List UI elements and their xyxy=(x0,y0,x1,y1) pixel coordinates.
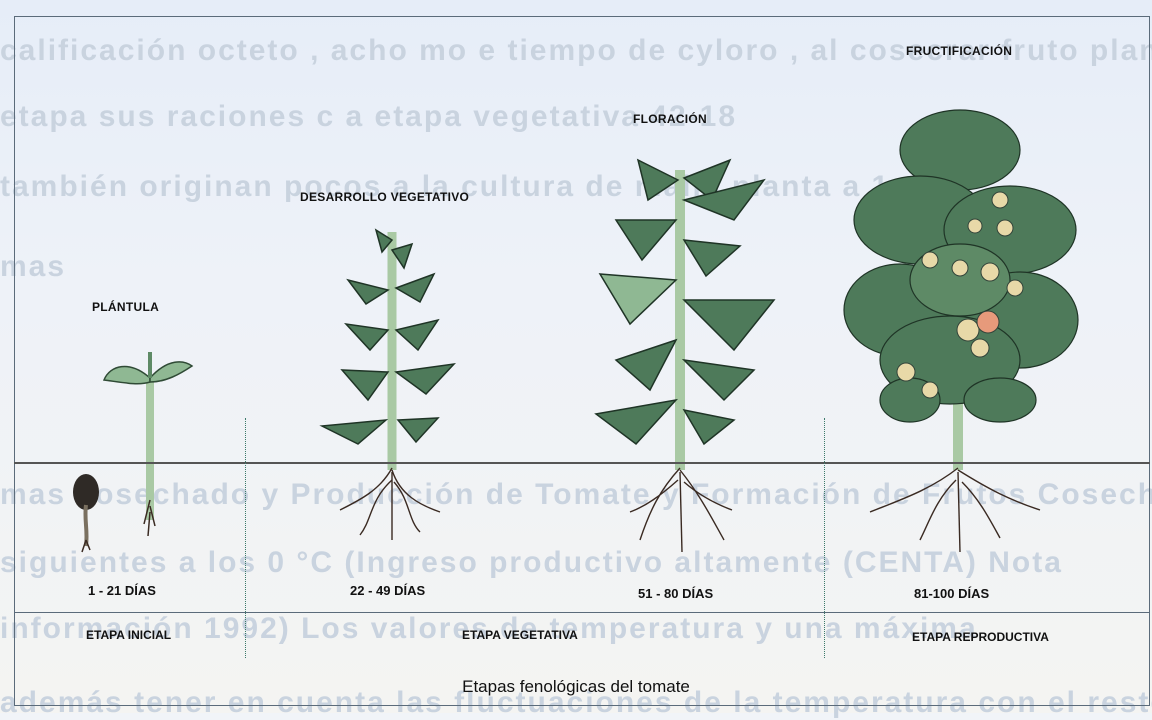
stage-label-desarrollo-vegetativo: DESARROLLO VEGETATIVO xyxy=(300,190,469,204)
figure-caption: Etapas fenológicas del tomate xyxy=(0,677,1152,697)
stage-label-floracion: FLORACIÓN xyxy=(633,112,707,126)
seedling-plant-icon xyxy=(104,352,192,536)
phase-divider xyxy=(245,418,246,658)
stage-days-desarrollo-vegetativo: 22 - 49 DÍAS xyxy=(350,583,425,598)
stage-days-plantula: 1 - 21 DÍAS xyxy=(88,583,156,598)
phase-divider xyxy=(824,418,825,658)
phase-label-vegetativa: ETAPA VEGETATIVA xyxy=(462,628,578,642)
stage-days-floracion: 51 - 80 DÍAS xyxy=(638,586,713,601)
phase-label-reproductiva: ETAPA REPRODUCTIVA xyxy=(912,630,1049,644)
flowering-plant-icon xyxy=(596,160,774,552)
seed-icon xyxy=(73,474,99,552)
stage-label-fructificacion: FRUCTIFICACIÓN xyxy=(906,44,1012,58)
stage-label-plantula: PLÁNTULA xyxy=(92,300,159,314)
stage-days-fructificacion: 81-100 DÍAS xyxy=(914,586,989,601)
phase-label-inicial: ETAPA INICIAL xyxy=(86,628,171,642)
phase-separator-line xyxy=(14,612,1150,613)
soil-line xyxy=(14,462,1150,464)
fruiting-plant-icon xyxy=(844,110,1078,552)
vegetative-plant-icon xyxy=(322,230,454,540)
